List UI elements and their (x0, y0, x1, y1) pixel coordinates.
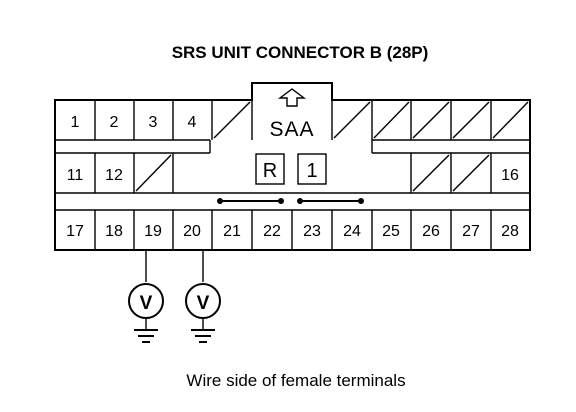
one-box-label: 1 (306, 160, 317, 182)
pin-label: 25 (382, 223, 400, 240)
pin-label: 2 (110, 114, 119, 131)
connector-body (54, 82, 531, 251)
diagram-title: SRS UNIT CONNECTOR B (28P) (172, 43, 429, 62)
pin-label: 19 (144, 223, 162, 240)
saa-label: SAA (269, 118, 314, 141)
diagram-caption: Wire side of female terminals (186, 371, 405, 390)
pin-label: 11 (67, 167, 84, 184)
pin-label: 24 (343, 223, 361, 240)
key-arrow-icon (277, 88, 307, 107)
pin-label: 3 (149, 114, 158, 131)
pin-label: 18 (105, 223, 123, 240)
pin-label: 28 (501, 223, 519, 240)
r-box-label: R (263, 160, 277, 182)
pin-label: 12 (105, 167, 123, 184)
pin-label: 22 (263, 223, 281, 240)
pin-label: 16 (501, 167, 519, 184)
pin-label: 21 (223, 223, 241, 240)
voltmeter-symbol: V (197, 293, 210, 314)
one-box (297, 153, 327, 185)
r-box (255, 153, 285, 185)
shorting-bar (217, 198, 364, 204)
pin-label: 20 (183, 223, 201, 240)
voltmeter-19: V (128, 250, 164, 343)
pin-label: 27 (462, 223, 480, 240)
pin-label: 17 (66, 223, 84, 240)
voltmeter-symbol: V (140, 293, 153, 314)
ground-icon (191, 329, 215, 343)
ground-icon (134, 329, 158, 343)
pin-label: 1 (71, 114, 80, 131)
pin-label: 4 (188, 114, 197, 131)
pin-labels: 1 2 3 4 11 12 16 17 18 19 20 21 22 23 24… (66, 114, 519, 240)
voltmeter-20: V (185, 250, 221, 343)
pin-label: 26 (422, 223, 440, 240)
pin-label: 23 (303, 223, 321, 240)
